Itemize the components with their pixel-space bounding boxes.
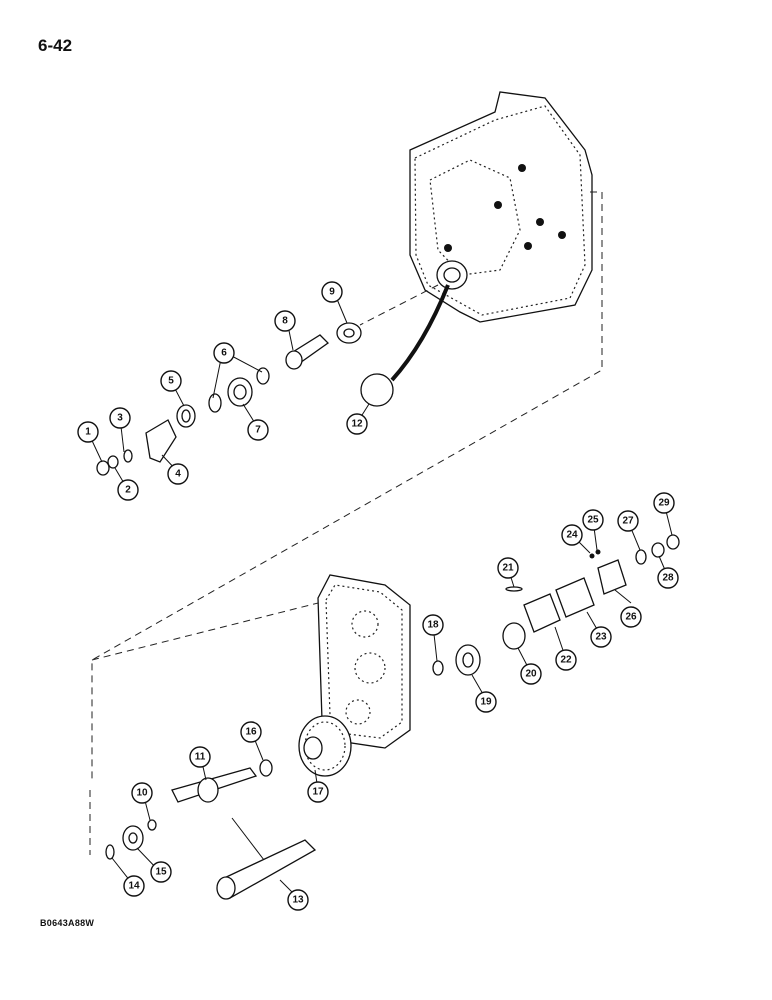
callout-19: 19: [475, 691, 497, 713]
callout-4: 4: [167, 463, 189, 485]
callout-9: 9: [321, 281, 343, 303]
callout-23: 23: [590, 626, 612, 648]
callout-5: 5: [160, 370, 182, 392]
svg-text:17: 17: [312, 787, 324, 798]
svg-text:19: 19: [480, 697, 492, 708]
callout-20: 20: [520, 663, 542, 685]
callout-29: 29: [653, 492, 675, 514]
callout-27: 27: [617, 510, 639, 532]
upper-shaft-parts: [96, 322, 362, 476]
callout-24: 24: [561, 524, 583, 546]
svg-text:11: 11: [195, 752, 206, 763]
svg-text:12: 12: [351, 419, 363, 430]
svg-text:2: 2: [125, 485, 131, 496]
svg-text:28: 28: [662, 573, 674, 584]
callout-21: 21: [497, 557, 519, 579]
page-number: 6-42: [38, 36, 73, 55]
svg-text:25: 25: [587, 515, 599, 526]
callout-22: 22: [555, 649, 577, 671]
svg-text:23: 23: [595, 632, 607, 643]
svg-text:4: 4: [175, 469, 181, 480]
svg-text:3: 3: [117, 413, 123, 424]
cover-plug: [360, 373, 394, 407]
callout-17: 17: [307, 781, 329, 803]
callout-26: 26: [620, 606, 642, 628]
callout-10: 10: [131, 782, 153, 804]
callout-3: 3: [109, 407, 131, 429]
callout-18: 18: [422, 614, 444, 636]
svg-text:26: 26: [625, 612, 637, 623]
callout-6: 6: [213, 342, 235, 364]
callout-25: 25: [582, 509, 604, 531]
svg-text:7: 7: [255, 425, 261, 436]
lower-shaft-parts: [105, 759, 317, 900]
callout-15: 15: [150, 861, 172, 883]
figure-code: B0643A88W: [40, 918, 95, 928]
svg-text:14: 14: [128, 881, 140, 892]
callout-2: 2: [117, 479, 139, 501]
callout-8: 8: [274, 310, 296, 332]
svg-text:18: 18: [427, 620, 439, 631]
svg-text:29: 29: [658, 498, 670, 509]
svg-text:9: 9: [329, 287, 335, 298]
svg-text:6: 6: [221, 348, 227, 359]
callout-11: 11: [189, 746, 211, 768]
svg-text:13: 13: [292, 895, 304, 906]
svg-text:10: 10: [136, 788, 148, 799]
svg-text:5: 5: [168, 376, 174, 387]
svg-text:24: 24: [566, 530, 578, 541]
callout-7: 7: [247, 419, 269, 441]
callout-14: 14: [123, 875, 145, 897]
drive-gear: [298, 715, 352, 777]
svg-text:21: 21: [502, 563, 514, 574]
callout-16: 16: [240, 721, 262, 743]
svg-text:20: 20: [525, 669, 537, 680]
svg-text:22: 22: [560, 655, 572, 666]
callout-28: 28: [657, 567, 679, 589]
svg-text:27: 27: [622, 516, 634, 527]
svg-text:15: 15: [155, 867, 167, 878]
transmission-housing: [409, 91, 593, 323]
svg-text:16: 16: [245, 727, 257, 738]
callout-12: 12: [346, 413, 368, 435]
callout-1: 1: [77, 421, 99, 443]
right-side-parts: [432, 534, 680, 676]
callout-13: 13: [287, 889, 309, 911]
svg-text:8: 8: [282, 316, 288, 327]
svg-text:1: 1: [85, 427, 91, 438]
